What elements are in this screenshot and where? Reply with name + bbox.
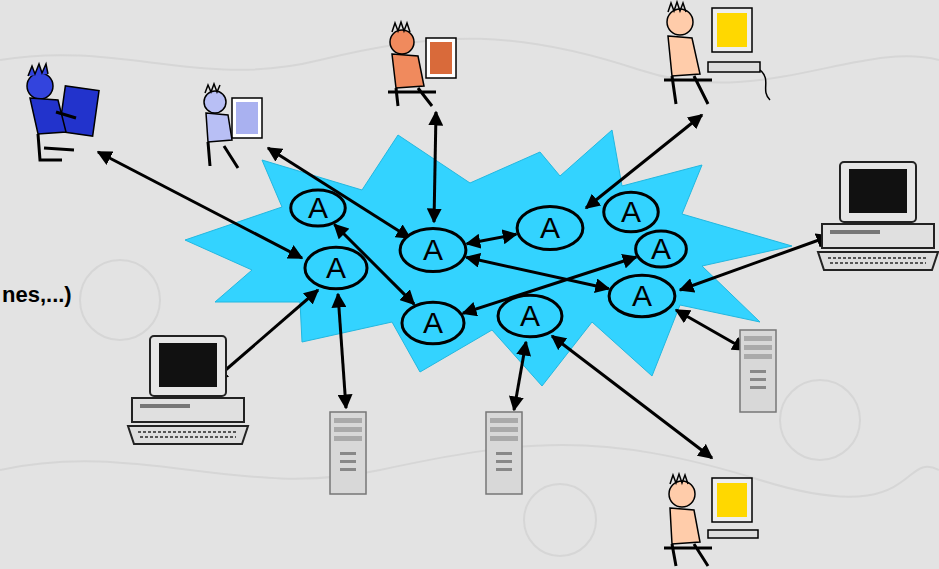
agent-ellipse: A — [634, 229, 688, 269]
agent-ellipse: A — [515, 204, 585, 252]
link-arrow — [334, 224, 414, 304]
agent-label: A — [540, 213, 560, 243]
agent-ellipse: A — [607, 273, 677, 319]
cut-off-text: nes,...) — [2, 282, 72, 308]
agent-ellipse: A — [289, 188, 347, 228]
agent-ellipse: A — [400, 300, 466, 346]
agent-label: A — [621, 197, 641, 227]
agent-label: A — [326, 253, 346, 283]
link-arrow — [467, 234, 516, 243]
agent-label: A — [423, 308, 443, 338]
agent-label: A — [651, 234, 671, 264]
link-arrow — [466, 257, 608, 288]
agent-ellipse: A — [496, 293, 564, 339]
agent-label: A — [308, 193, 328, 223]
agent-ellipse: A — [303, 245, 369, 291]
link-arrow — [463, 257, 636, 313]
agent-ellipse: A — [398, 226, 468, 274]
agent-ellipse: A — [602, 190, 660, 234]
agent-label: A — [632, 281, 652, 311]
agent-label: A — [520, 301, 540, 331]
agent-label: A — [423, 235, 443, 265]
